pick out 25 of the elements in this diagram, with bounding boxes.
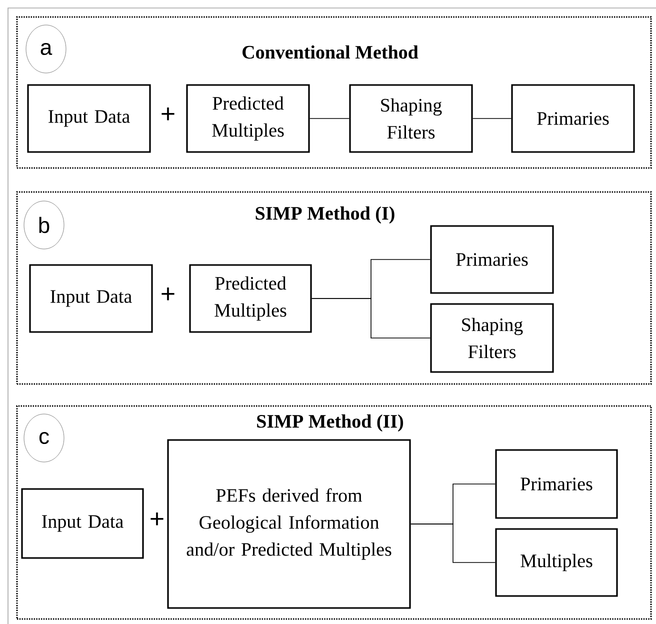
connector-line xyxy=(309,118,350,119)
process-box: Shaping Filters xyxy=(430,303,554,373)
panel-letter: b xyxy=(24,200,64,250)
plus-sign: + xyxy=(162,288,174,300)
process-box: Shaping Filters xyxy=(349,84,473,153)
process-box: Primaries xyxy=(495,449,618,519)
process-box: Primaries xyxy=(511,84,635,153)
plus-sign: + xyxy=(150,512,164,526)
panel-letter: a xyxy=(26,24,66,74)
panel-title: SIMP Method (I) xyxy=(256,206,394,224)
connector-line xyxy=(472,118,512,119)
panel-title: SIMP Method (II) xyxy=(257,414,404,432)
process-box: Predicted Multiples xyxy=(189,264,312,333)
process-box: Input Data xyxy=(27,84,151,153)
process-box: Input Data xyxy=(29,264,153,333)
process-box: Predicted Multiples xyxy=(186,84,310,153)
connector-line xyxy=(311,298,431,338)
process-box: Primaries xyxy=(430,225,554,294)
plus-sign: + xyxy=(162,108,174,120)
panel-title: Conventional Method xyxy=(242,45,418,59)
process-box: Input Data xyxy=(21,488,144,559)
process-box: Multiples xyxy=(495,528,618,597)
process-box: PEFs derived from Geological Information and/or Predicted Multiples xyxy=(167,439,411,609)
connector-line xyxy=(410,524,496,563)
panel-letter: c xyxy=(24,414,64,462)
